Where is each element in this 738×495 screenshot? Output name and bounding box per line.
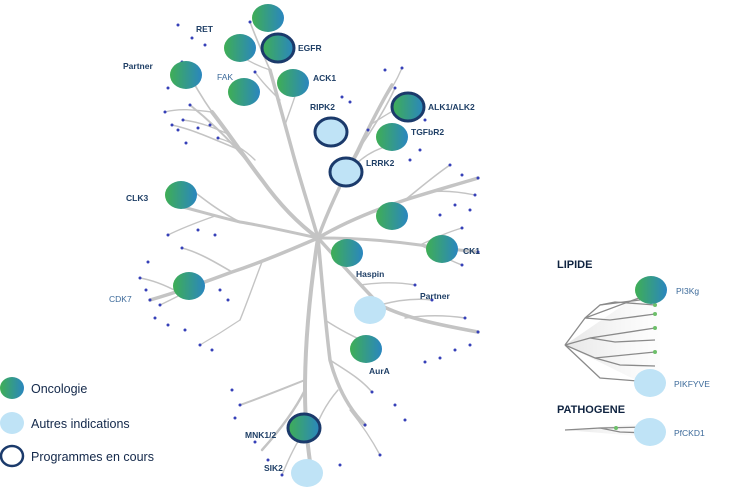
legend: Oncologie Autres indications Programmes … <box>0 377 154 468</box>
label-partner-bottom: Partner <box>420 291 450 301</box>
label-alk: ALK1/ALK2 <box>428 102 475 112</box>
legend-oncology-swatch <box>0 377 24 399</box>
node-alk <box>390 91 426 123</box>
legend-programs-swatch <box>0 444 25 468</box>
label-cdk7: CDK7 <box>109 294 132 304</box>
node-pfckd1 <box>634 418 666 446</box>
label-pi3kg: PI3Kg <box>676 286 699 296</box>
label-ack1: ACK1 <box>313 73 336 83</box>
label-lrrk2: LRRK2 <box>366 158 395 168</box>
node-pi3kg <box>635 276 667 304</box>
label-pikfyve: PIKFYVE <box>674 379 710 389</box>
pathogene-title: PATHOGENE <box>557 404 625 416</box>
label-ripk2: RIPK2 <box>310 102 335 112</box>
label-ck1: CK1 <box>463 246 480 256</box>
legend-other-swatch <box>0 412 24 434</box>
node-haspin <box>331 239 363 267</box>
node-tgfbr2 <box>376 123 408 151</box>
node-partner-bottom <box>354 296 386 324</box>
node-ack1 <box>277 69 309 97</box>
pathogene-panel: PATHOGENE PfCKD1 <box>557 404 705 446</box>
label-haspin: Haspin <box>356 269 384 279</box>
label-fak: FAK <box>217 72 233 82</box>
label-pfckd1: PfCKD1 <box>674 428 705 438</box>
label-egfr: EGFR <box>298 43 322 53</box>
legend-programs: Programmes en cours <box>31 450 154 464</box>
node-cdk7 <box>173 272 205 300</box>
lipide-clade <box>565 280 660 392</box>
label-ret: RET <box>196 24 214 34</box>
node-pikfyve <box>634 369 666 397</box>
node-sik2 <box>291 459 323 487</box>
label-mnk: MNK1/2 <box>245 430 276 440</box>
legend-oncology: Oncologie <box>31 382 87 396</box>
kinome-dots <box>138 20 480 477</box>
node-top <box>252 4 284 32</box>
label-partner-top: Partner <box>123 61 153 71</box>
node-ck-upper <box>376 202 408 230</box>
node-clk3 <box>165 181 197 209</box>
node-aura <box>350 335 382 363</box>
node-fak <box>228 78 260 106</box>
node-mnk <box>286 412 322 444</box>
kinase-nodes <box>165 4 458 487</box>
node-lrrk2 <box>328 156 364 188</box>
node-ripk2 <box>313 116 349 148</box>
node-partner-top <box>170 61 202 89</box>
label-aura: AurA <box>369 366 390 376</box>
kinase-labels: RET Partner FAK EGFR ACK1 RIPK2 ALK1/ALK… <box>109 24 480 473</box>
lipide-panel: LIPIDE PI3Kg PIKFYVE <box>557 259 710 397</box>
lipide-title: LIPIDE <box>557 259 592 271</box>
node-ret <box>224 34 256 62</box>
label-tgfbr2: TGFbR2 <box>411 127 444 137</box>
label-sik2: SIK2 <box>264 463 283 473</box>
node-ck1 <box>426 235 458 263</box>
node-egfr <box>260 32 296 64</box>
label-clk3: CLK3 <box>126 193 148 203</box>
legend-other: Autres indications <box>31 417 130 431</box>
